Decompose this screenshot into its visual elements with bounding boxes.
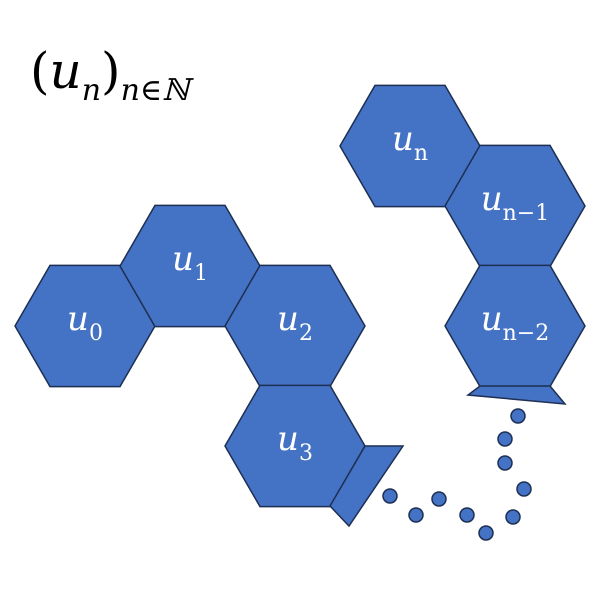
cell-label: u3: [277, 419, 313, 466]
cell-label: u1: [172, 239, 208, 286]
dot: [516, 481, 532, 497]
dot: [510, 408, 526, 424]
cell-label: u0: [67, 299, 103, 346]
cell-label: un−2: [481, 299, 550, 346]
dot: [505, 509, 521, 525]
cell-6: un−2: [444, 264, 586, 388]
cell-label: u2: [277, 299, 313, 346]
cell-2: u2: [224, 264, 366, 388]
partial-cell-after-u3: [329, 445, 405, 528]
partial-cell-before-un-2: [465, 385, 567, 405]
dot: [408, 507, 424, 523]
dot: [478, 525, 494, 541]
ellipsis-dots: [382, 408, 532, 541]
dot: [459, 507, 475, 523]
dot: [497, 431, 513, 447]
cell-label: un−1: [481, 179, 550, 226]
dot: [497, 455, 513, 471]
dot: [382, 488, 398, 504]
title: (un)n∈ℕ: [30, 42, 194, 108]
dot: [431, 491, 447, 507]
cell-label: un: [392, 119, 428, 166]
cell-1: u1: [119, 204, 261, 328]
